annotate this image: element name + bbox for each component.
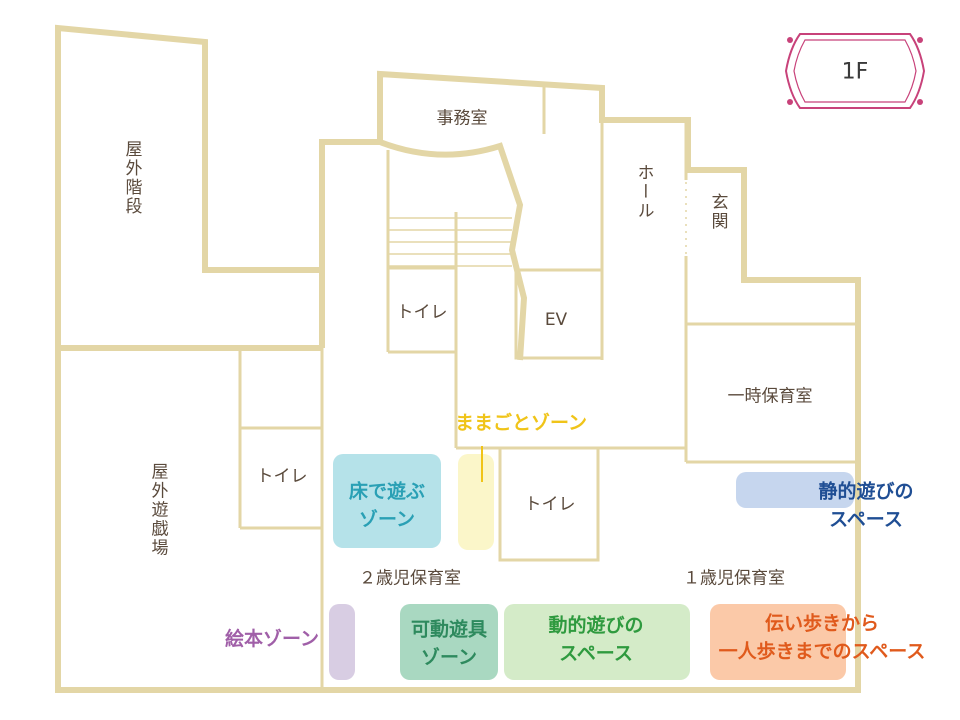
room-outdoor-stairs: 屋外階段 xyxy=(121,140,142,216)
zone-box-walking-space xyxy=(710,604,846,680)
zone-label-line: 伝い歩きから xyxy=(764,612,880,635)
room-toilet-upper: トイレ xyxy=(396,302,448,323)
zone-label-line: 可動遊具 xyxy=(410,618,488,641)
zone-label-line: スペース xyxy=(559,642,633,664)
zone-label-line: 床で遊ぶ xyxy=(348,480,426,503)
zone-box-floor-play xyxy=(333,454,441,548)
room-office: 事務室 xyxy=(436,108,488,129)
zone-box-movable-toys xyxy=(400,604,498,680)
zone-box-active-play xyxy=(504,604,690,680)
zone-label-line: ゾーン xyxy=(358,508,416,530)
room-toilet-left: トイレ xyxy=(256,466,308,487)
zone-label-line: 静的遊びの xyxy=(818,480,914,503)
zone-label-active-play: 動的遊びの スペース xyxy=(548,612,643,667)
zone-label-line: 動的遊びの xyxy=(548,614,644,637)
main-outer-wall xyxy=(55,70,861,693)
zone-label-picture-books: 絵本ゾーン xyxy=(224,628,320,651)
zone-box-quiet-play xyxy=(736,472,854,508)
floor-label: 1F xyxy=(841,59,869,85)
zone-label-floor-play: 床で遊ぶ ゾーン xyxy=(349,478,425,533)
floor-badge-frame xyxy=(784,33,926,109)
zone-box-pretend-play xyxy=(458,454,494,550)
room-age2: ２歳児保育室 xyxy=(359,568,461,589)
zone-label-pretend-play: ままごとゾーン xyxy=(454,412,588,435)
room-elevator: EV xyxy=(544,310,568,330)
room-temporary-care: 一時保育室 xyxy=(727,386,813,407)
room-hall: ホール xyxy=(633,163,654,221)
zone-label-line: スペース xyxy=(829,508,903,530)
zone-label-movable-toys: 可動遊具 ゾーン xyxy=(411,616,487,671)
room-toilet-center: トイレ xyxy=(524,494,576,515)
zone-label-line: 一人歩きまでのスペース xyxy=(718,640,926,662)
zone-label-quiet-play: 静的遊びの スペース xyxy=(818,478,913,533)
room-age1: １歳児保育室 xyxy=(683,568,785,589)
zone-label-walking-space: 伝い歩きから 一人歩きまでのスペース xyxy=(719,610,926,665)
zone-label-line: ゾーン xyxy=(420,646,478,668)
room-entrance: 玄関 xyxy=(707,193,728,231)
pretend-play-leader xyxy=(481,446,483,482)
room-outdoor-playground: 屋外遊戯場 xyxy=(147,462,168,558)
outdoor-stairs-walls xyxy=(55,24,325,348)
zone-box-picture-books xyxy=(329,604,355,680)
